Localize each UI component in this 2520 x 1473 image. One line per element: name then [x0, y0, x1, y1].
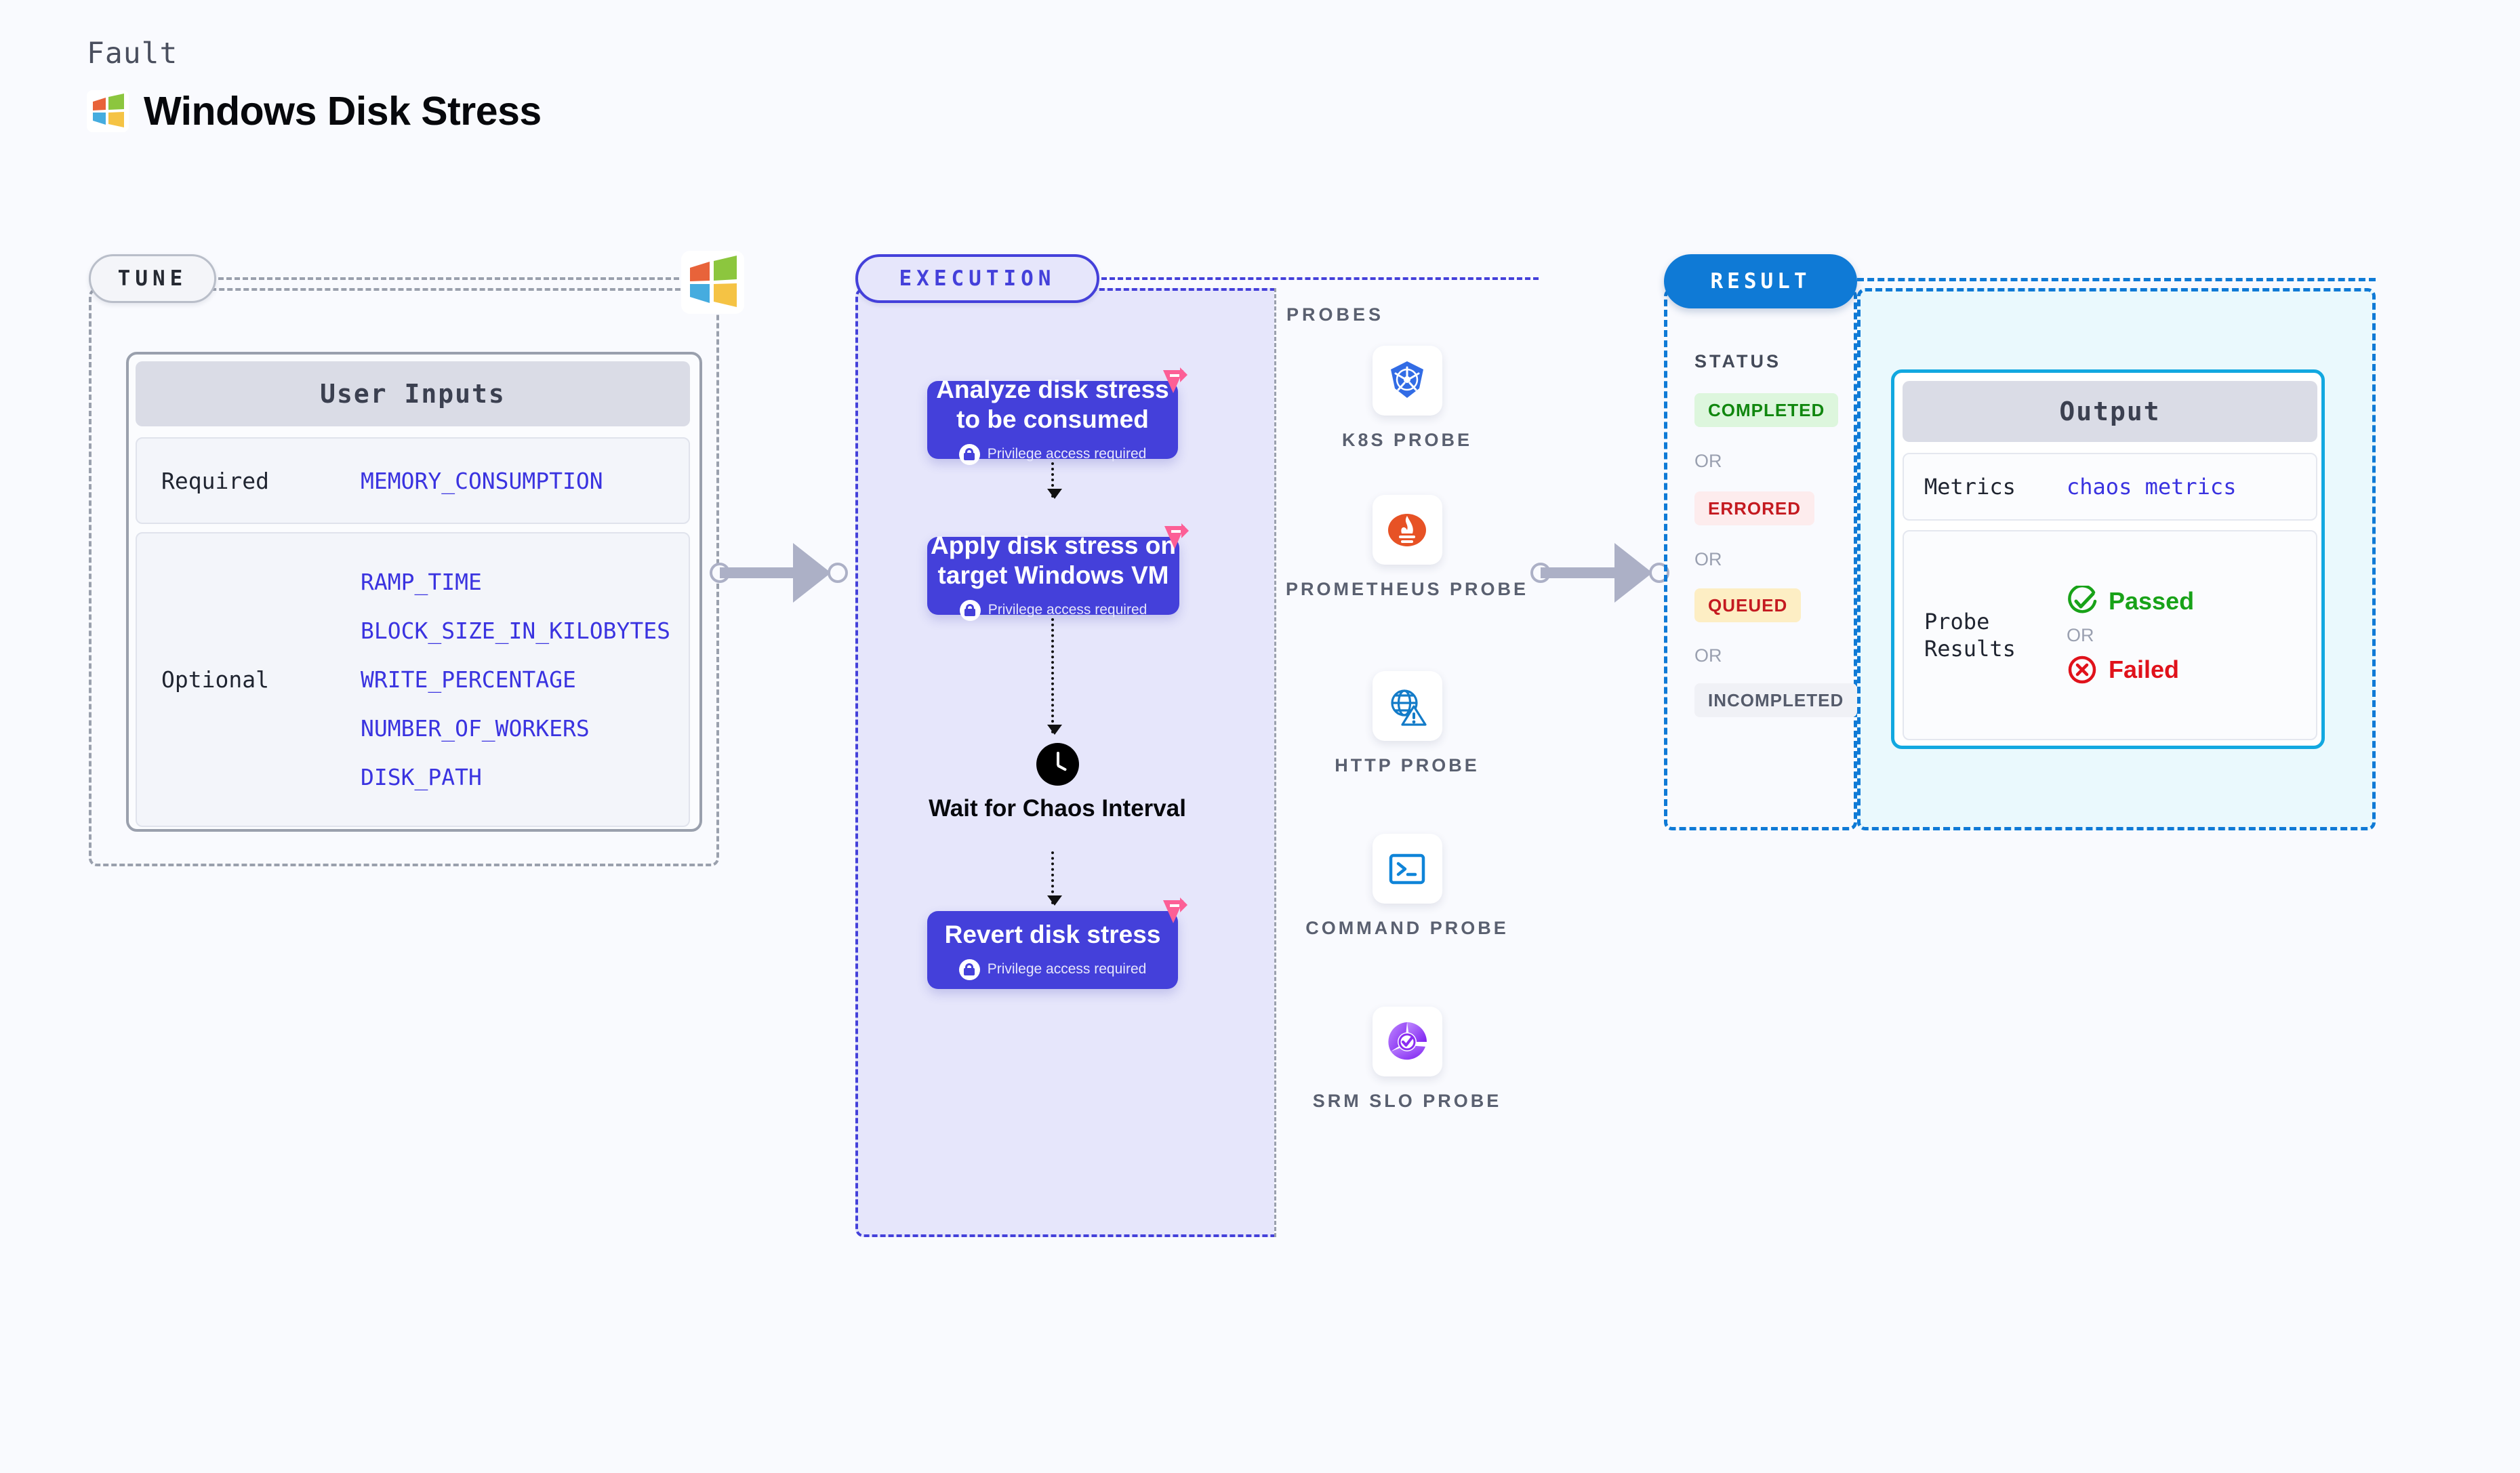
litmus-badge-icon	[1163, 367, 1187, 393]
windows-logo-icon	[681, 251, 744, 314]
execution-step[interactable]: Analyze disk stress to be consumed Privi…	[927, 367, 1187, 465]
output-title: Output	[1903, 381, 2317, 442]
prometheus-icon	[1372, 495, 1442, 565]
srm-slo-icon	[1372, 1007, 1442, 1076]
kubernetes-icon	[1372, 346, 1442, 416]
probe-label: PROMETHEUS PROBE	[1285, 579, 1529, 599]
execution-pill[interactable]: EXECUTION	[855, 254, 1099, 303]
failed-label: Failed	[2109, 655, 2180, 683]
probe-label: SRM SLO PROBE	[1312, 1091, 1502, 1111]
or-label: OR	[2067, 624, 2094, 645]
or-label: OR	[1694, 645, 1722, 666]
litmus-badge-icon	[1163, 897, 1187, 923]
privilege-text: Privilege access required	[988, 602, 1147, 618]
litmus-badge-icon	[1164, 523, 1189, 549]
result-pill[interactable]: RESULT	[1664, 254, 1857, 308]
required-inputs-row: Required MEMORY_CONSUMPTION	[136, 437, 690, 524]
execution-pill-connector	[1101, 277, 1539, 280]
input-name[interactable]: RAMP_TIME	[361, 569, 482, 595]
input-name[interactable]: NUMBER_OF_WORKERS	[361, 715, 590, 742]
windows-logo-icon	[87, 90, 129, 132]
or-label: OR	[1694, 451, 1722, 471]
metrics-row: Metrics chaos metrics	[1903, 453, 2317, 521]
probe-results-values: Passed OR Failed	[2067, 585, 2195, 685]
user-inputs-title: User Inputs	[136, 361, 690, 426]
required-label: Required	[161, 467, 269, 494]
flow-arrow	[1047, 618, 1062, 735]
step-title: Analyze disk stress to be consumed	[936, 376, 1169, 433]
probe-item[interactable]: COMMAND PROBE	[1274, 834, 1540, 941]
privilege-note: Privilege access required	[958, 959, 1147, 980]
input-name[interactable]: DISK_PATH	[361, 764, 482, 790]
metrics-label: Metrics	[1924, 474, 2016, 500]
or-label: OR	[1694, 549, 1722, 569]
probe-label: HTTP PROBE	[1335, 755, 1480, 775]
tune-pill[interactable]: TUNE	[89, 254, 216, 303]
optional-inputs-row: Optional RAMP_TIME BLOCK_SIZE_IN_KILOBYT…	[136, 532, 690, 827]
check-circle-icon	[2068, 585, 2097, 613]
status-badge: QUEUED	[1694, 588, 1802, 622]
status-badge: ERRORED	[1694, 491, 1815, 525]
connector-arrowhead	[1614, 543, 1652, 603]
lock-icon	[958, 959, 980, 980]
x-circle-icon	[2068, 655, 2096, 683]
step-title: Apply disk stress on target Windows VM	[931, 531, 1176, 589]
optional-label: Optional	[161, 666, 269, 693]
connector-end-dot	[828, 563, 848, 583]
wait-node-label: Wait for Chaos Interval	[929, 795, 1186, 822]
connector-line-tune-exec	[720, 567, 808, 578]
probe-passed: Passed	[2067, 585, 2195, 617]
tune-pill-connector	[218, 277, 679, 280]
probe-item[interactable]: HTTP PROBE	[1274, 671, 1540, 778]
clock-icon	[1036, 743, 1079, 786]
privilege-text: Privilege access required	[987, 446, 1147, 462]
flow-arrow	[1047, 462, 1062, 499]
page-title-row: Windows Disk Stress	[87, 88, 542, 134]
probes-column	[1274, 288, 1540, 1237]
page-title: Windows Disk Stress	[144, 89, 542, 134]
fault-kicker: Fault	[87, 37, 178, 70]
required-values: MEMORY_CONSUMPTION	[361, 468, 603, 494]
page-header: Fault Windows Disk Stress	[87, 37, 542, 134]
probe-label: COMMAND PROBE	[1305, 918, 1509, 938]
privilege-note: Privilege access required	[958, 443, 1147, 465]
step-title: Revert disk stress	[944, 921, 1161, 949]
user-inputs-card: User Inputs Required MEMORY_CONSUMPTION …	[126, 352, 702, 832]
input-name[interactable]: BLOCK_SIZE_IN_KILOBYTES	[361, 618, 670, 644]
optional-values: RAMP_TIME BLOCK_SIZE_IN_KILOBYTES WRITE_…	[361, 569, 670, 790]
probe-item[interactable]: PROMETHEUS PROBE	[1274, 495, 1540, 602]
probe-results-row: Probe Results Passed OR Failed	[1903, 530, 2317, 740]
connector-arrowhead	[793, 543, 831, 603]
probe-results-label: Probe Results	[1924, 609, 2016, 662]
output-card: Output Metrics chaos metrics Probe Resul…	[1891, 369, 2325, 749]
privilege-text: Privilege access required	[987, 961, 1147, 977]
lock-icon	[959, 599, 981, 621]
lock-icon	[958, 443, 980, 465]
connector-line-exec-result	[1541, 567, 1629, 578]
flow-arrow	[1047, 851, 1062, 906]
status-badge: INCOMPLETED	[1694, 683, 1858, 717]
metrics-value[interactable]: chaos metrics	[2067, 474, 2237, 500]
result-pill-connector	[1857, 278, 2376, 281]
probe-item[interactable]: K8S PROBE	[1274, 346, 1540, 453]
status-title: STATUS	[1694, 351, 1781, 371]
input-name[interactable]: WRITE_PERCENTAGE	[361, 666, 576, 693]
terminal-icon	[1372, 834, 1442, 904]
privilege-note: Privilege access required	[959, 599, 1147, 621]
passed-label: Passed	[2109, 586, 2195, 615]
probe-item[interactable]: SRM SLO PROBE	[1274, 1007, 1540, 1114]
status-badge: COMPLETED	[1694, 393, 1839, 427]
probes-title: PROBES	[1286, 304, 1385, 325]
probe-label: K8S PROBE	[1341, 430, 1473, 450]
probe-failed: Failed	[2067, 654, 2194, 685]
input-name[interactable]: MEMORY_CONSUMPTION	[361, 467, 603, 494]
globe-warning-icon	[1372, 671, 1442, 741]
execution-step[interactable]: Revert disk stress Privilege access requ…	[927, 897, 1187, 989]
execution-step[interactable]: Apply disk stress on target Windows VM P…	[927, 523, 1189, 621]
